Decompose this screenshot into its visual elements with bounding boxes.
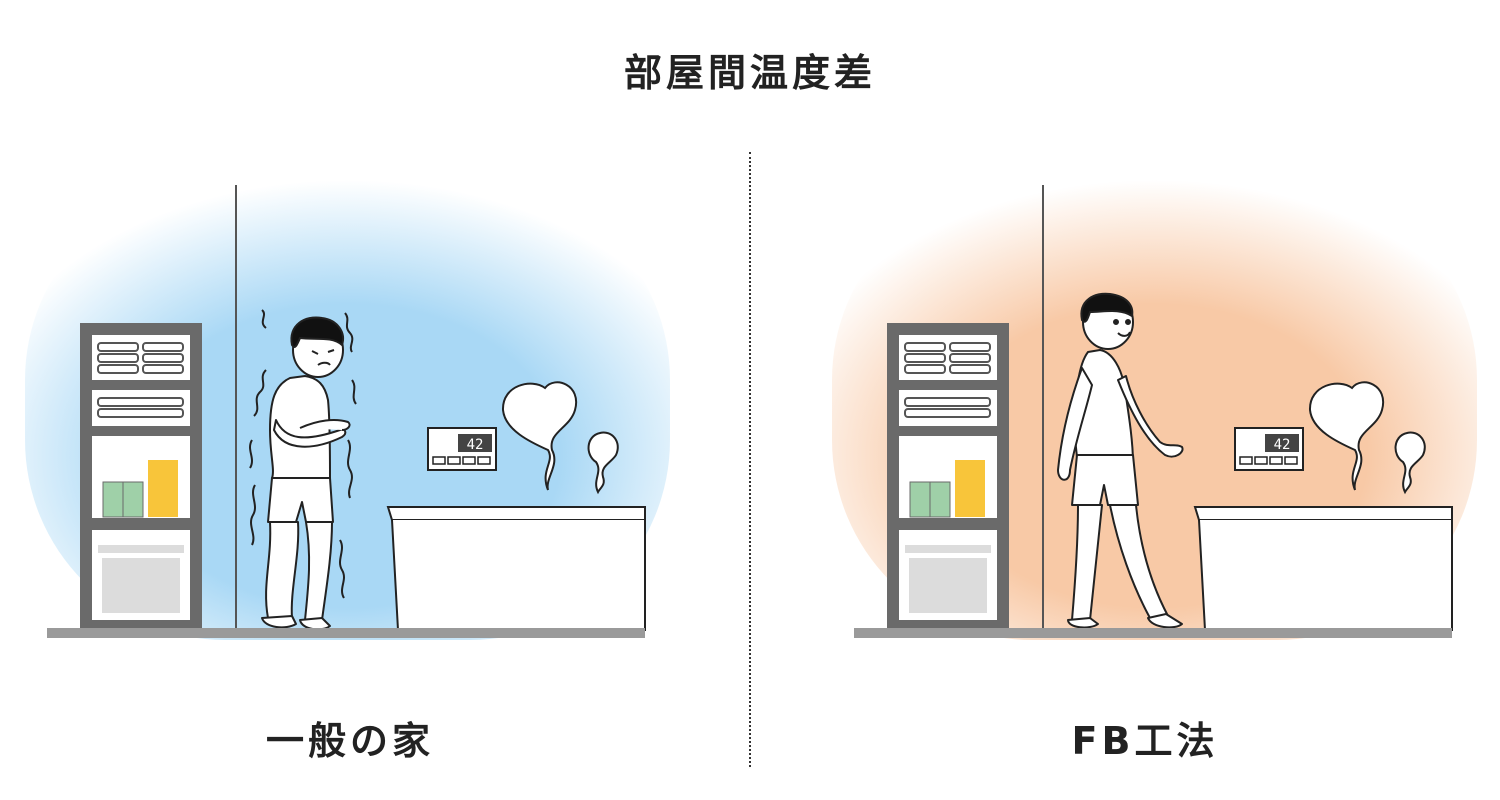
floor (47, 628, 645, 638)
panel-ordinary-house: 42 (25, 180, 670, 640)
dotted-divider (749, 152, 751, 767)
bath-panel-display: 42 (467, 437, 484, 453)
caption-ordinary-house: 一般の家 (265, 719, 434, 763)
panel-fb-method: 42 (832, 180, 1477, 640)
diagram-title: 部屋間温度差 (623, 51, 876, 95)
towel-shelf (886, 322, 1010, 631)
caption-fb-method: FB工法 (1071, 719, 1219, 763)
floor (854, 628, 1452, 638)
bath-panel-display: 42 (1274, 437, 1291, 453)
towel-shelf (79, 322, 203, 631)
